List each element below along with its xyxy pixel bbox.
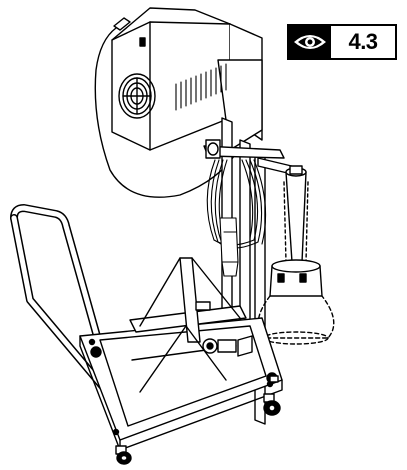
wheel-front-right [263,393,281,416]
caster-wheels [90,346,281,465]
lamp-assembly [257,165,335,345]
cart-base [79,257,283,451]
wheel-rear-left [90,346,102,358]
heater-unit [94,7,263,198]
coiled-cable [206,159,267,277]
eye-icon [289,26,331,58]
wheel-rear-right [266,372,279,384]
wheel-front-left [115,445,132,465]
section-number: 4.3 [348,29,378,54]
reference-badge: 4.3 [287,24,397,60]
push-handle [10,204,108,392]
